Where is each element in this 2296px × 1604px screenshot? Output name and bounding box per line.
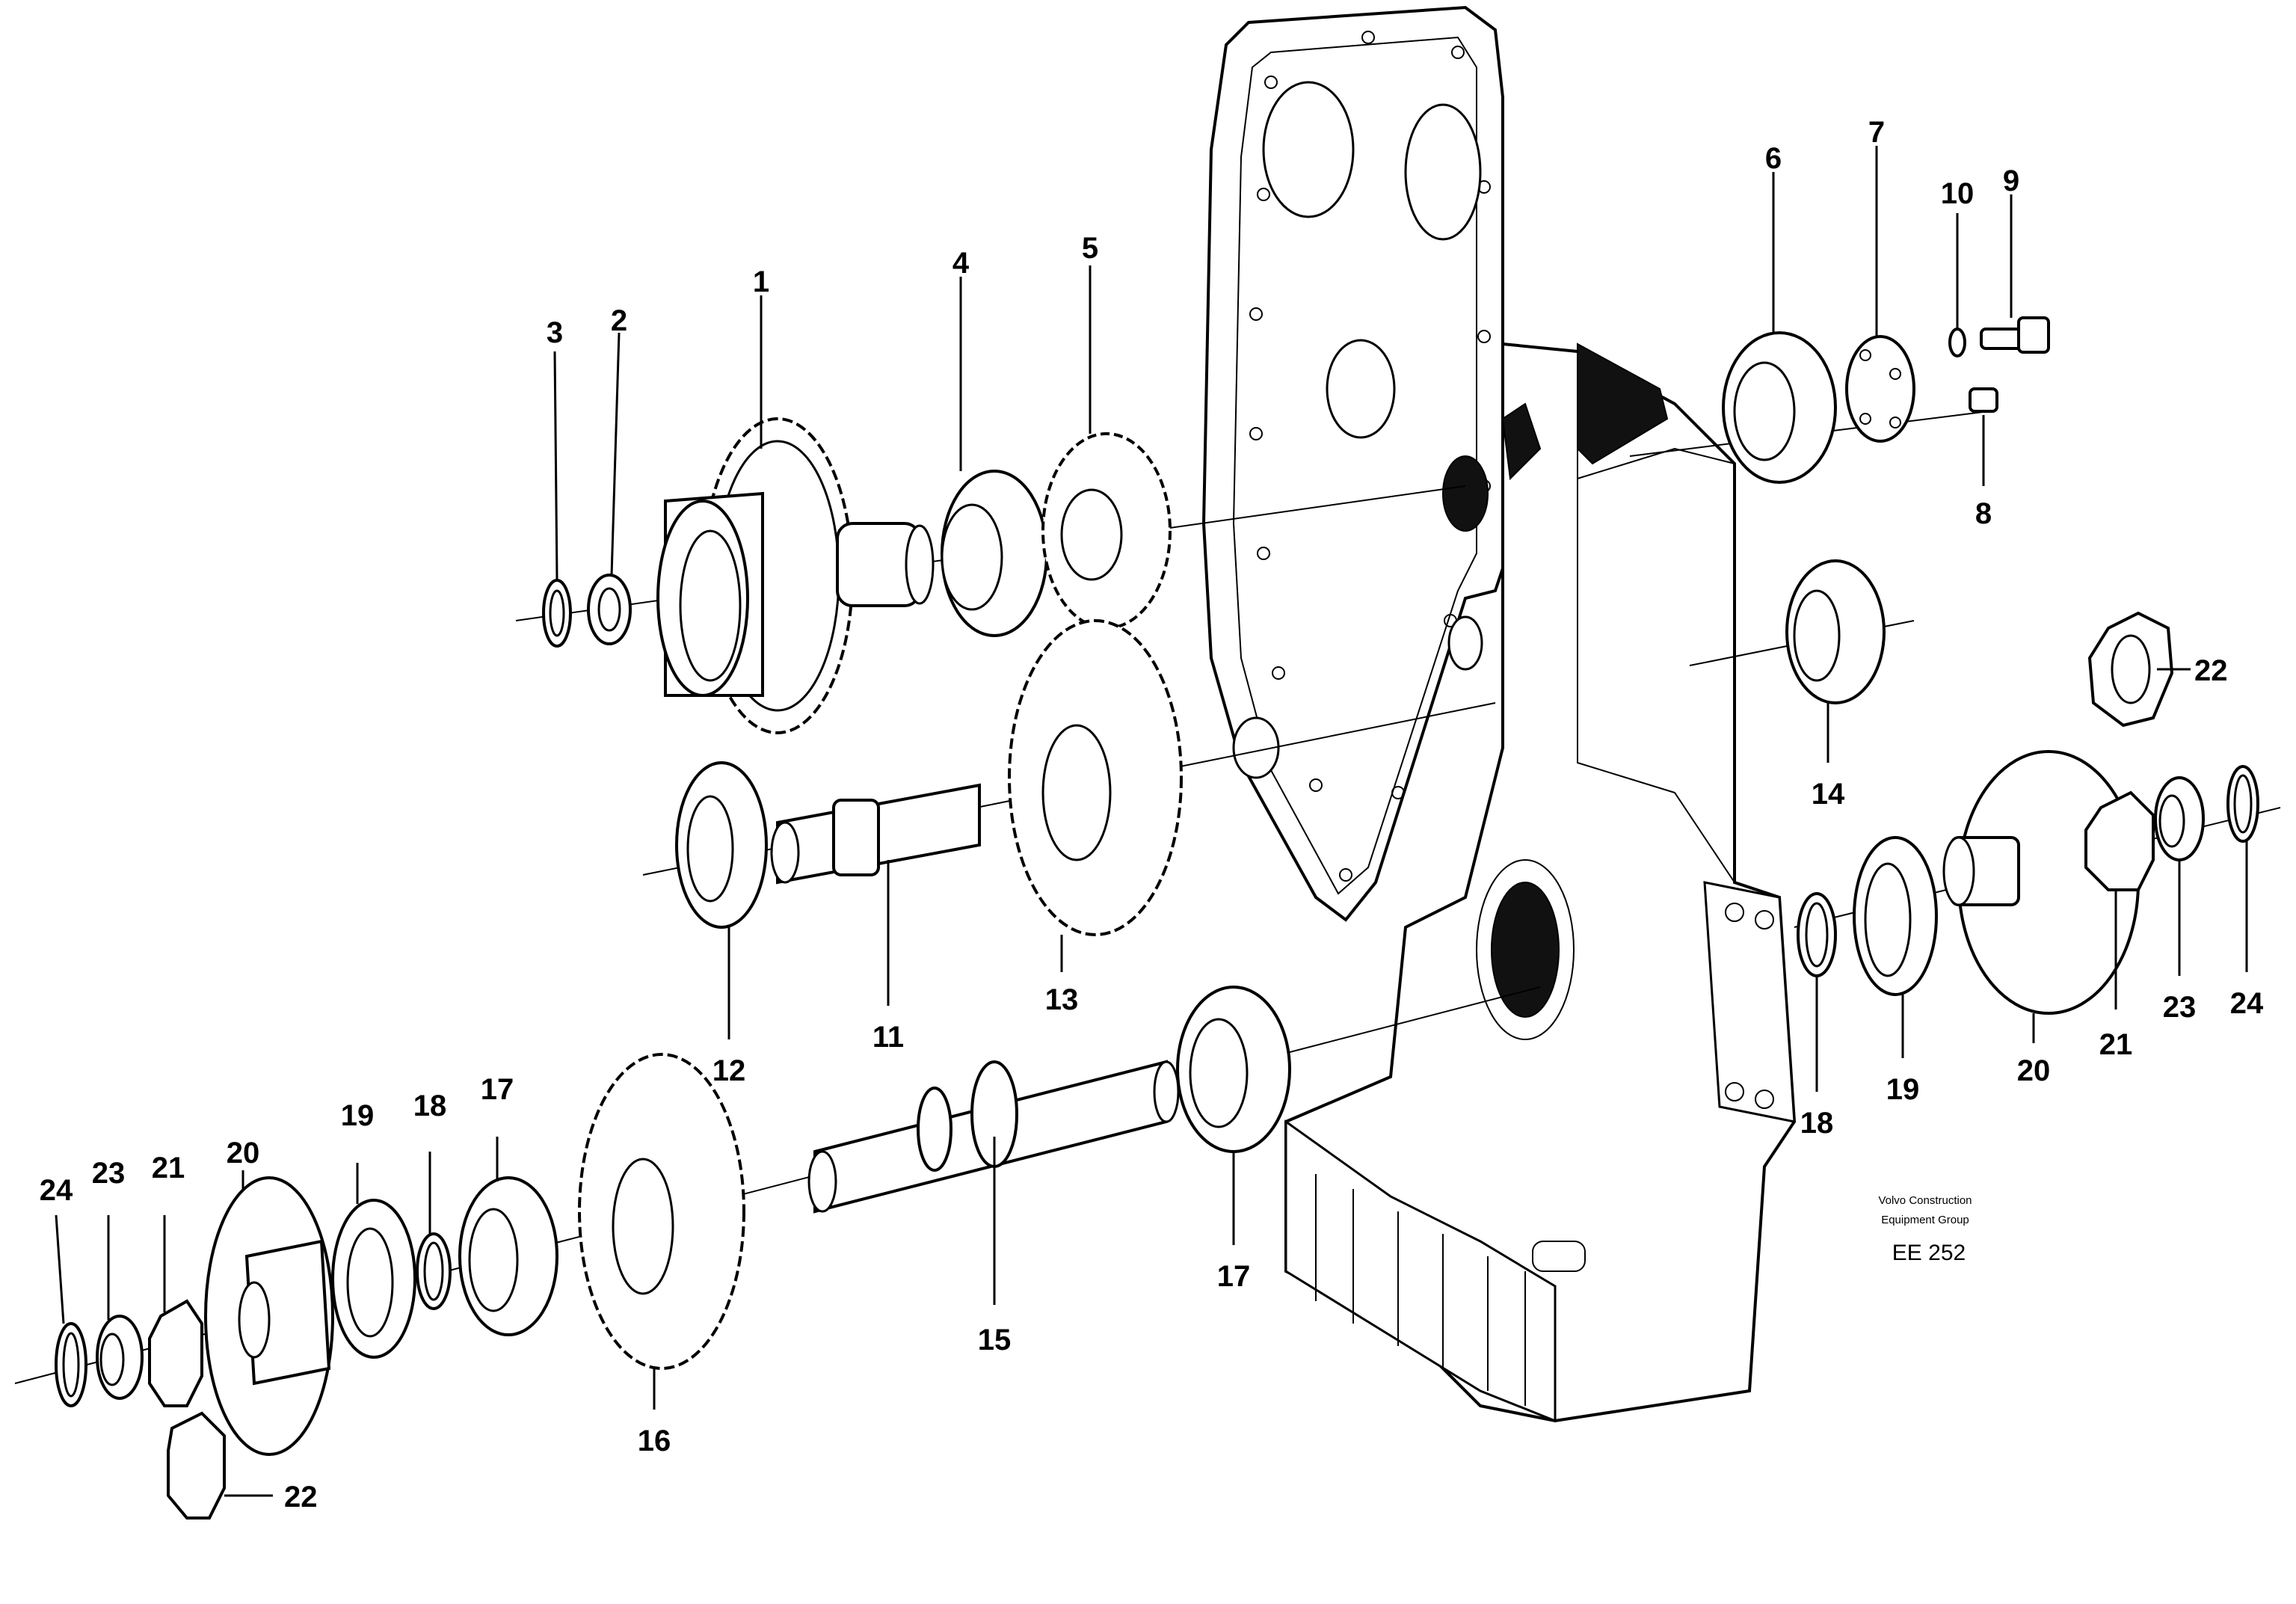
drawing-credit-block: Volvo Construction Equipment Group EE 25… — [1878, 1194, 1972, 1265]
callout-9: 9 — [2003, 165, 2019, 197]
callout-20-left: 20 — [227, 1137, 260, 1170]
callout-17-left: 17 — [481, 1073, 514, 1106]
callout-19-right: 19 — [1886, 1073, 1920, 1106]
callout-16: 16 — [638, 1425, 671, 1457]
callout-12: 12 — [713, 1054, 746, 1087]
part-19-seal-left — [331, 1199, 416, 1359]
callout-labels: 1 2 3 4 5 6 7 8 9 10 11 12 13 14 15 16 1… — [40, 116, 2264, 1514]
callout-18-left: 18 — [413, 1090, 447, 1122]
part-21-lock-washer-right — [2084, 790, 2155, 891]
callout-10: 10 — [1941, 177, 1975, 210]
credit-line-1: Volvo Construction — [1878, 1194, 1972, 1207]
callout-19-left: 19 — [341, 1099, 375, 1132]
part-17-bearing-left — [458, 1176, 558, 1336]
part-11-shaft — [770, 783, 981, 885]
callout-5: 5 — [1082, 232, 1098, 265]
part-24-snap-ring-right — [2226, 765, 2259, 843]
part-14-bearing — [1785, 559, 1886, 704]
credit-line-2: Equipment Group — [1881, 1214, 1969, 1226]
callout-14: 14 — [1812, 778, 1845, 811]
callout-23-left: 23 — [92, 1157, 126, 1190]
part-4-bearing — [941, 470, 1048, 637]
part-24-snap-ring-left — [55, 1322, 87, 1407]
part-22-lock-plate-lower — [167, 1411, 226, 1520]
callout-22-upper: 22 — [2194, 654, 2228, 687]
part-5-gear — [1041, 432, 1172, 630]
callout-21-right: 21 — [2099, 1028, 2133, 1061]
part-15-output-shaft — [807, 1060, 1180, 1214]
leader-lines — [55, 146, 2248, 1497]
part-21-lock-washer-left — [148, 1299, 203, 1407]
callout-1: 1 — [753, 265, 769, 298]
part-8-plug — [1969, 387, 1998, 413]
part-23-nut-left — [96, 1315, 144, 1400]
callout-24-left: 24 — [40, 1174, 73, 1207]
part-7-cover-plate — [1845, 335, 1915, 443]
part-19-seal-right — [1853, 836, 1938, 996]
part-2-needle-bearing — [587, 574, 632, 645]
part-20-flange-left — [204, 1176, 334, 1456]
part-23-nut-right — [2154, 776, 2205, 861]
callout-8: 8 — [1975, 497, 1992, 530]
callout-22-lower: 22 — [284, 1481, 318, 1514]
callout-21-left: 21 — [152, 1152, 185, 1184]
part-22-lock-plate-upper — [2087, 611, 2174, 728]
part-6-bearing — [1722, 331, 1837, 484]
callout-7: 7 — [1868, 116, 1885, 149]
part-10-lock-washer — [1948, 328, 1966, 357]
part-18-o-ring-right — [1797, 892, 1837, 977]
callout-11: 11 — [872, 1021, 904, 1054]
part-16-gear — [578, 1053, 745, 1370]
callout-6: 6 — [1765, 142, 1782, 175]
callout-3: 3 — [547, 316, 563, 349]
part-1-gear-hub — [656, 417, 935, 734]
callout-23-right: 23 — [2163, 991, 2197, 1024]
part-18-o-ring-left — [416, 1232, 452, 1310]
callout-20-right: 20 — [2017, 1054, 2051, 1087]
part-12-bearing — [675, 761, 768, 929]
callout-24-right: 24 — [2230, 987, 2264, 1020]
callout-13: 13 — [1045, 983, 1079, 1016]
callout-18-right: 18 — [1800, 1107, 1834, 1140]
gearbox-housing — [1201, 5, 1797, 1423]
part-9-bolt — [1980, 316, 2050, 354]
drawing-code: EE 252 — [1892, 1241, 1966, 1265]
part-3-snap-ring — [542, 579, 572, 648]
callout-17-right: 17 — [1217, 1260, 1251, 1293]
callout-4: 4 — [952, 247, 970, 280]
part-13-gear — [1008, 619, 1183, 936]
callout-2: 2 — [611, 304, 627, 337]
part-17-bearing-right — [1176, 986, 1291, 1153]
callout-15: 15 — [978, 1324, 1012, 1356]
